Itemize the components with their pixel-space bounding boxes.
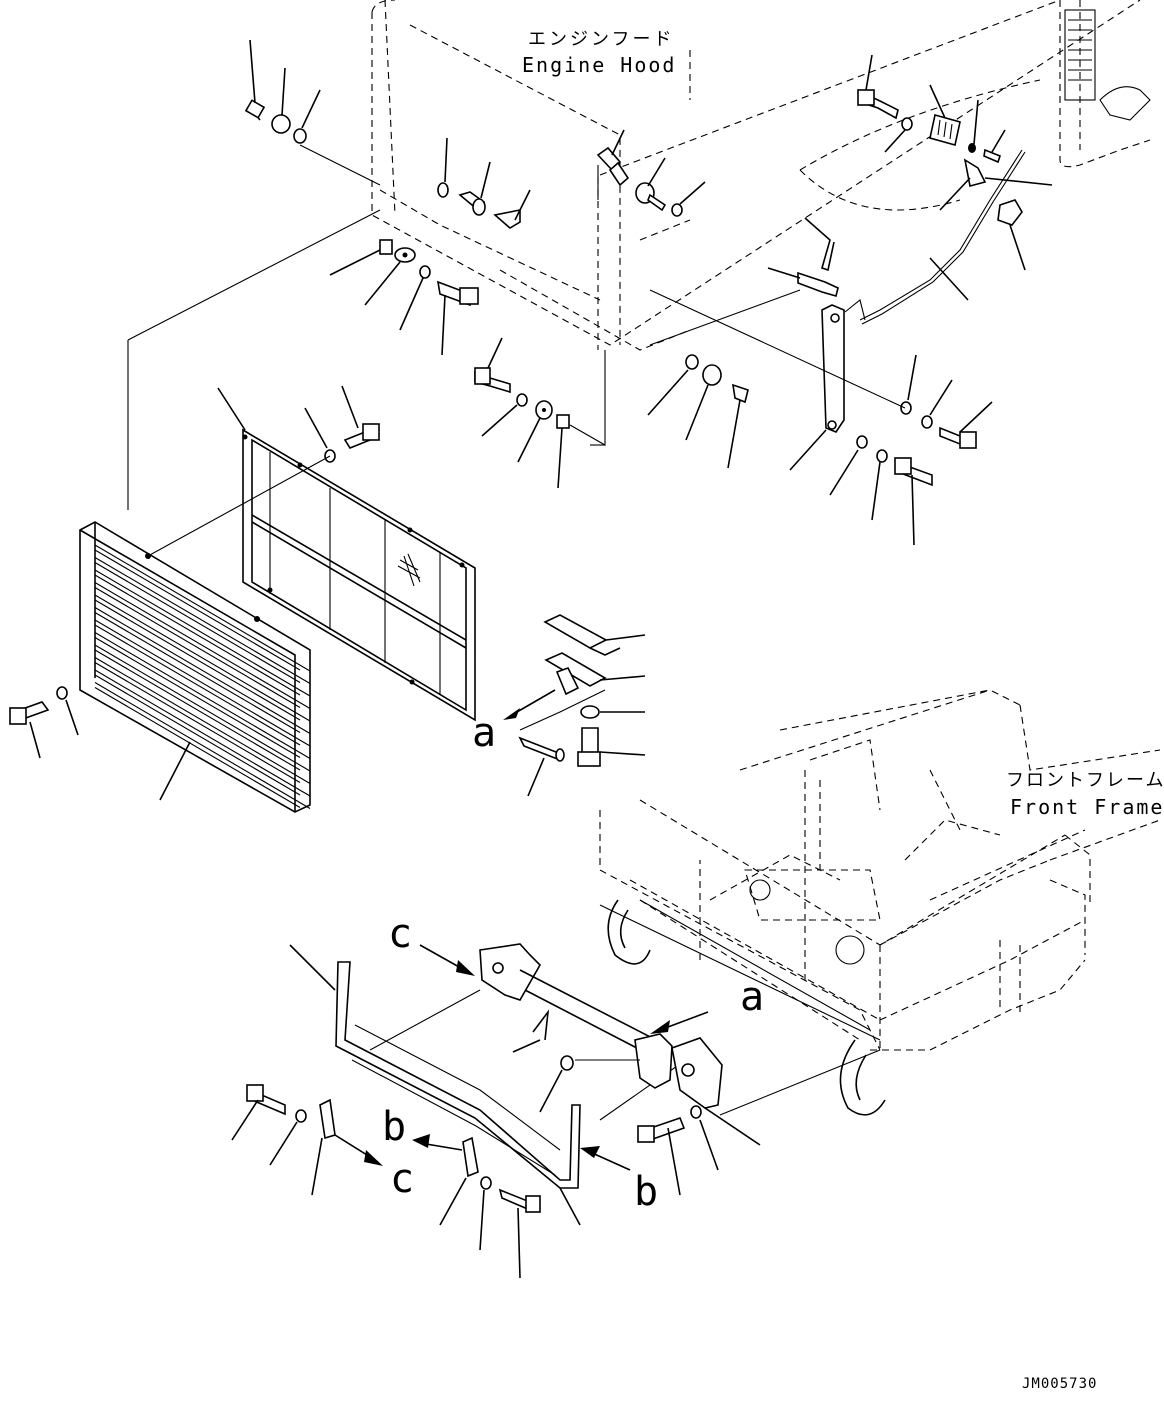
radiator-guard-assembly	[231, 943, 761, 1279]
louver-slat	[94, 682, 311, 809]
screen-panel	[217, 385, 476, 722]
front-frame-label-jp: フロントフレーム	[1006, 770, 1164, 791]
louver-slat	[94, 582, 311, 709]
louver-grille	[9, 209, 381, 813]
hood-lock-assembly	[649, 54, 1053, 546]
hood-bolt-set-lower	[474, 337, 749, 489]
hood-bolt-set-center	[596, 129, 706, 217]
louver-slat	[94, 594, 311, 722]
front-frame	[599, 689, 1161, 1121]
louver-slat	[94, 669, 311, 797]
hood-bolt-set-left	[244, 39, 531, 356]
view-label-c-2: c	[390, 1156, 414, 1202]
drawing-number: JM005730	[1022, 1376, 1097, 1392]
hood-stay-bracket	[503, 614, 646, 797]
louver-slat	[94, 619, 311, 747]
louver-slat	[94, 557, 311, 684]
view-label-b-2: b	[634, 1169, 658, 1215]
louver-slat	[94, 632, 311, 759]
engine-hood-outline	[371, 0, 1151, 351]
engine-hood-label-jp: エンジンフード	[528, 29, 674, 50]
view-label-a-2: a	[740, 974, 764, 1020]
front-frame-label-en: Front Frame	[1010, 795, 1164, 819]
view-label-c-1: c	[388, 911, 412, 957]
louver-slat	[94, 644, 311, 772]
engine-hood-label-en: Engine Hood	[522, 53, 676, 77]
louver-slat	[94, 657, 311, 784]
view-label-a-1: a	[472, 710, 496, 756]
louver-slat	[94, 607, 311, 734]
louver-slat	[94, 544, 311, 672]
view-label-b-1: b	[382, 1104, 406, 1150]
diagram-labels: エンジンフード Engine Hood フロントフレーム Front Frame…	[382, 29, 1164, 1392]
louver-slat	[94, 569, 311, 697]
